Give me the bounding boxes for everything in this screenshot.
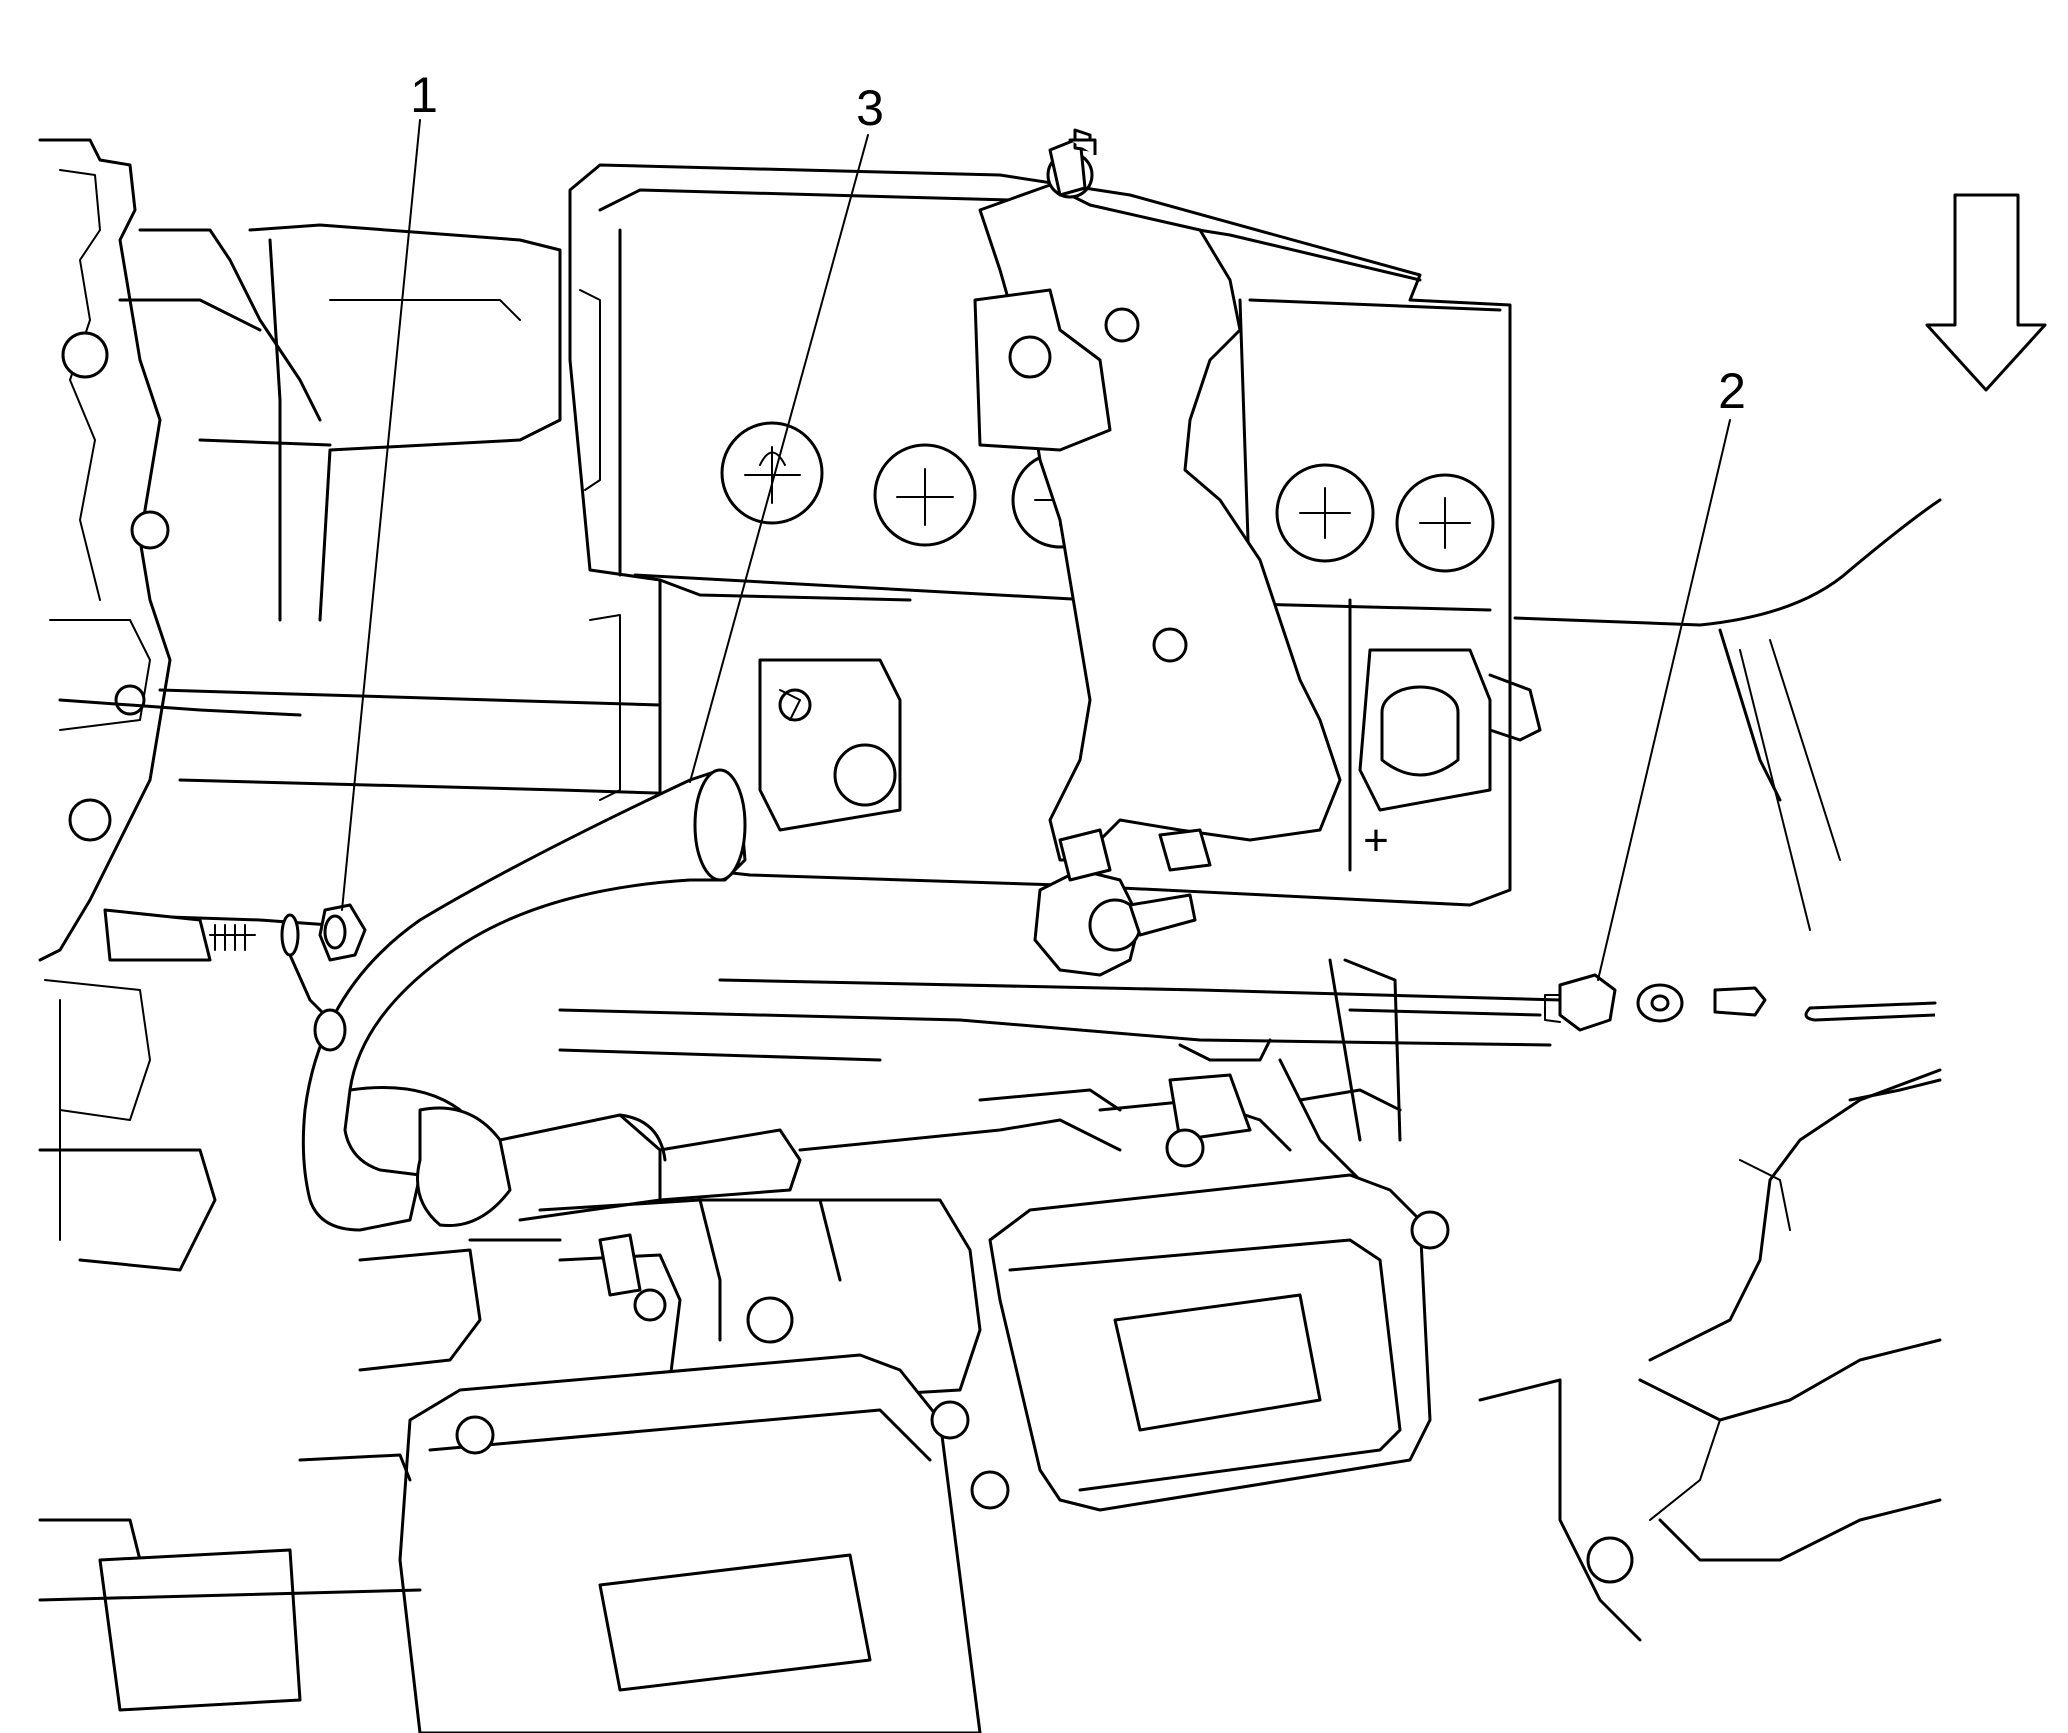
- base-stud: [1033, 828, 1212, 977]
- leader-line-3: [689, 134, 869, 783]
- misc-nuts: [38, 1288, 794, 1712]
- vent-cap: [873, 443, 977, 547]
- cable-clamp: [416, 1106, 802, 1228]
- module-cover-bottom: [398, 1353, 1010, 1733]
- positive-mark: +: [1363, 816, 1389, 865]
- callout-label-1: 1: [410, 67, 438, 123]
- negative-terminal: [758, 658, 902, 832]
- module-cover-right: [988, 1173, 1450, 1512]
- vent-cap: [720, 421, 824, 525]
- leader-line-1: [341, 119, 421, 911]
- vent-cap: [1275, 463, 1375, 563]
- direction-arrow-icon: [1925, 193, 2047, 392]
- left-engine-structure: [38, 138, 332, 1272]
- positive-terminal: +: [1358, 648, 1542, 865]
- vent-cap: [1395, 473, 1495, 573]
- fastener-2-stack: [1544, 973, 1937, 1032]
- fastener-1-stack: [103, 903, 367, 1052]
- battery-cable: [301, 768, 747, 1232]
- leader-line-2: [1597, 419, 1731, 981]
- top-stud: [1048, 128, 1097, 197]
- callout-leaders: [341, 119, 1731, 981]
- mounting-rail: [558, 978, 1562, 1062]
- right-body-panel: [1478, 498, 1942, 1642]
- callout-label-3: 3: [856, 80, 884, 136]
- callout-label-2: 2: [1718, 363, 1746, 419]
- hold-down-bracket: [973, 151, 1342, 862]
